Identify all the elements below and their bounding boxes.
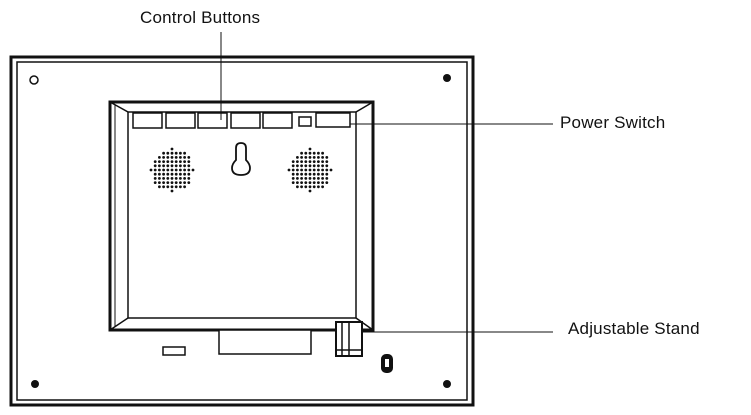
control-buttons-label: Control Buttons <box>140 8 261 27</box>
screw-hole-bottom-right <box>443 380 451 388</box>
speaker-grille-right <box>287 147 333 193</box>
lock-slot-icon <box>381 354 393 373</box>
leader-lines <box>220 32 553 333</box>
back-panel <box>108 100 375 332</box>
corner-screw-holes <box>29 74 451 388</box>
keyhole-hanger-icon <box>231 142 251 176</box>
adjustable-stand <box>218 321 363 357</box>
adjustable-stand-label: Adjustable Stand <box>568 319 700 338</box>
vent-slot <box>162 346 186 356</box>
screw-hole-top-left <box>29 75 39 85</box>
outer-frame <box>9 55 475 407</box>
screw-hole-top-right <box>443 74 451 82</box>
control-buttons <box>132 112 293 129</box>
control-button-1 <box>132 112 163 129</box>
control-button-3 <box>197 112 228 129</box>
control-button-2 <box>165 112 196 129</box>
speaker-grille-left <box>149 147 195 193</box>
screw-hole-bottom-left <box>31 380 39 388</box>
control-button-4 <box>230 112 261 129</box>
power-switch-label: Power Switch <box>560 113 666 132</box>
control-button-5 <box>262 112 293 129</box>
power-switch <box>298 112 351 128</box>
